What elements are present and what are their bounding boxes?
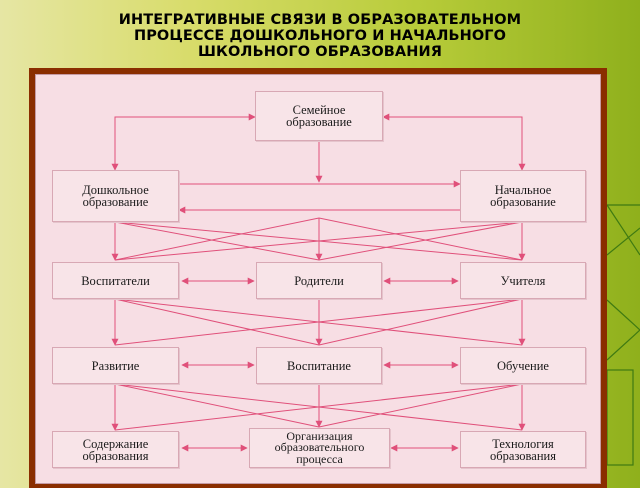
node-learning-label: Обучение [497,358,549,373]
node-education-technology-label: Технология образования [490,436,556,463]
slide-title-line-1: ИНТЕГРАТИВНЫЕ СВЯЗИ В ОБРАЗОВАТЕЛЬНОМ [118,12,522,28]
node-parents: Родители [256,262,382,299]
link-family-primary [382,113,526,171]
node-process-organization-label: Организация образовательного процесса [274,428,365,466]
link-family-preschool [111,113,256,171]
node-teachers-label: Учителя [500,273,546,288]
node-primary-education: Начальное образование [460,170,586,222]
node-educators: Воспитатели [52,262,179,299]
node-educators-label: Воспитатели [81,273,150,288]
node-parents-label: Родители [294,273,344,288]
node-education-content: Содержание образования [52,431,179,468]
node-education-technology: Технология образования [460,431,586,468]
node-family-education-label: Семейное образование [286,103,352,129]
node-process-organization: Организация образовательного процесса [249,428,390,468]
node-education-content-label: Содержание образования [82,436,149,463]
node-development: Развитие [52,347,179,384]
node-teachers: Учителя [460,262,586,299]
node-upbringing: Воспитание [256,347,382,384]
node-preschool-education: Дошкольное образование [52,170,179,222]
node-preschool-education-label: Дошкольное образование [82,183,149,209]
slide-title-line-3: ШКОЛЬНОГО ОБРАЗОВАНИЯ [198,44,442,60]
slide-title-line-2: ПРОЦЕССЕ ДОШКОЛЬНОГО И НАЧАЛЬНОГО [133,28,507,44]
slide-title: ИНТЕГРАТИВНЫЕ СВЯЗИ В ОБРАЗОВАТЕЛЬНОМ ПР… [40,12,600,60]
node-primary-education-label: Начальное образование [490,183,556,209]
node-upbringing-label: Воспитание [287,358,351,373]
node-learning: Обучение [460,347,586,384]
node-family-education: Семейное образование [255,91,383,141]
node-development-label: Развитие [91,358,140,373]
